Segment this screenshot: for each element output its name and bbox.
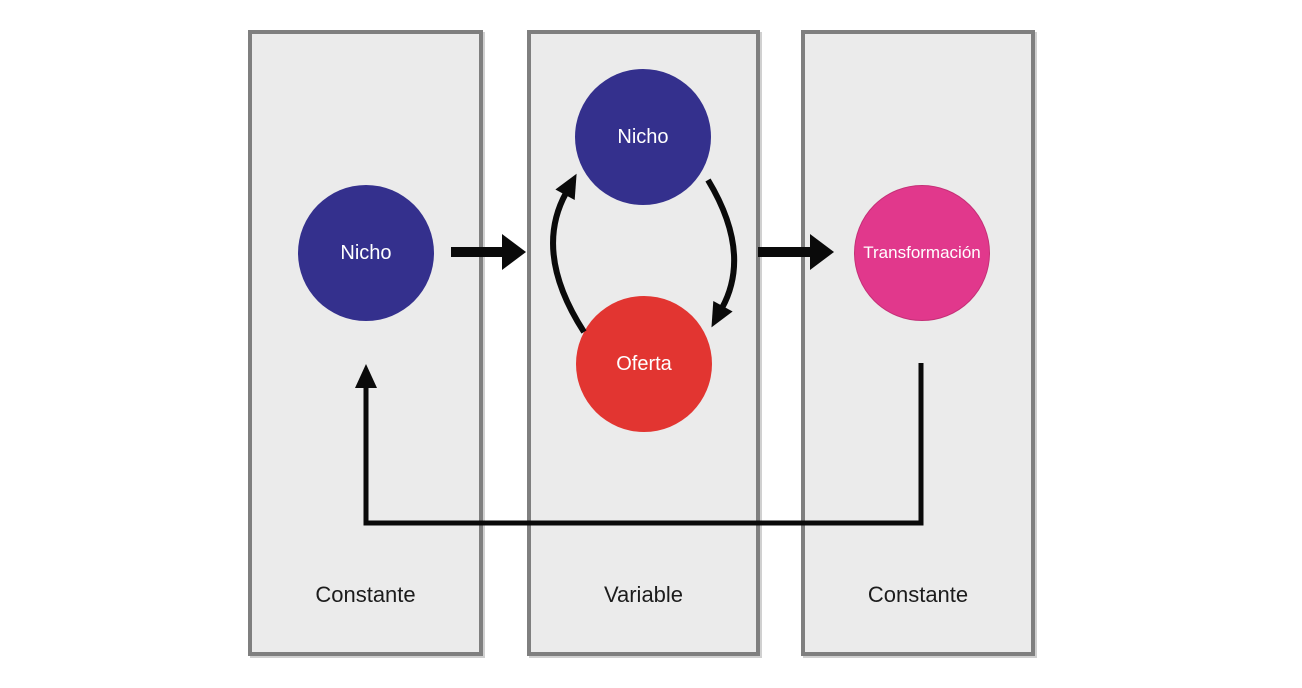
node-oferta: Oferta — [576, 296, 712, 432]
panel-label-constante-right: Constante — [867, 582, 969, 607]
node-transformacion-label: Transformación — [863, 243, 981, 262]
panel-label-constante-left: Constante — [315, 582, 416, 607]
panel-constante-left: Constante — [248, 30, 483, 656]
node-nicho-left-label: Nicho — [340, 241, 392, 264]
node-nicho-left: Nicho — [298, 185, 434, 321]
node-oferta-label: Oferta — [616, 352, 672, 375]
node-transformacion: Transformación — [854, 185, 990, 321]
node-nicho-middle-label: Nicho — [617, 125, 669, 148]
node-nicho-middle: Nicho — [575, 69, 711, 205]
panel-constante-right: Constante — [801, 30, 1035, 656]
panel-label-variable: Variable — [603, 582, 684, 607]
